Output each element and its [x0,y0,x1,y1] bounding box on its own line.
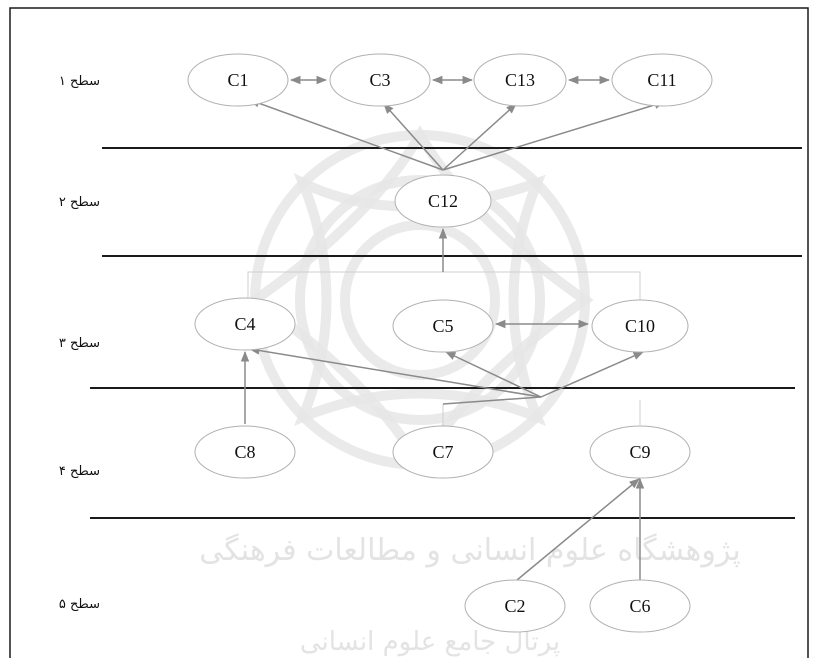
node-c7: C7 [392,425,494,479]
diagram-frame [9,7,809,658]
node-c10: C10 [591,299,689,353]
node-c9: C9 [589,425,691,479]
edge-c2-to-c9 [516,478,640,581]
node-c6-label: C6 [629,596,650,616]
edge-c7-to-c4 [248,346,542,398]
node-c1: C1 [187,53,289,107]
node-c9-ellipse [589,425,691,479]
edge-c12-to-c3 [383,103,444,171]
node-c5-label: C5 [432,316,453,336]
node-c1-ellipse [187,53,289,107]
level-1-label: سطح ۱ [59,74,100,89]
node-c11-label: C11 [647,70,676,90]
node-c10-label: C10 [625,316,655,336]
edge-c7-to-c5 [445,351,542,398]
node-c9-label: C9 [629,442,650,462]
node-c3-ellipse [329,53,431,107]
svg-text:پژوهشگاه علوم انسانی و مطالعات: پژوهشگاه علوم انسانی و مطالعات فرهنگی [199,533,741,568]
node-c6-ellipse [589,579,691,633]
node-c13-label: C13 [505,70,535,90]
node-c13-ellipse [473,53,567,107]
level-4-label: سطح ۴ [59,464,100,479]
node-c11-ellipse [611,53,713,107]
node-c8: C8 [194,425,296,479]
edge-c12-to-c13 [442,103,517,171]
node-c5: C5 [392,299,494,353]
edges [240,75,666,581]
node-c11: C11 [611,53,713,107]
node-c8-ellipse [194,425,296,479]
level-3-bracket [247,271,641,300]
node-c13: C13 [473,53,567,107]
node-c7-ellipse [392,425,494,479]
node-c7-label: C7 [432,442,453,462]
node-c3-label: C3 [369,70,390,90]
node-c6: C6 [589,579,691,633]
edge-c12-to-c1 [249,99,444,171]
c7-hub-link [442,396,542,405]
node-c4-label: C4 [234,314,255,334]
node-c1-label: C1 [227,70,248,90]
node-c12-label: C12 [428,191,458,211]
edge-c12-to-c11 [442,100,666,171]
level-3-label: سطح ۳ [59,336,100,351]
node-c4: C4 [194,297,296,351]
node-c8-label: C8 [234,442,255,462]
node-c5-ellipse [392,299,494,353]
node-c3: C3 [329,53,431,107]
level-5-label: سطح ۵ [59,597,100,612]
node-c2-ellipse [464,579,566,633]
node-c10-ellipse [591,299,689,353]
node-c2-label: C2 [504,596,525,616]
edge-c7-to-c10 [540,351,644,398]
level-2-label: سطح ۲ [59,195,100,210]
node-c12-ellipse [394,174,492,228]
node-c12: C12 [394,174,492,228]
node-c2: C2 [464,579,566,633]
node-c4-ellipse [194,297,296,351]
